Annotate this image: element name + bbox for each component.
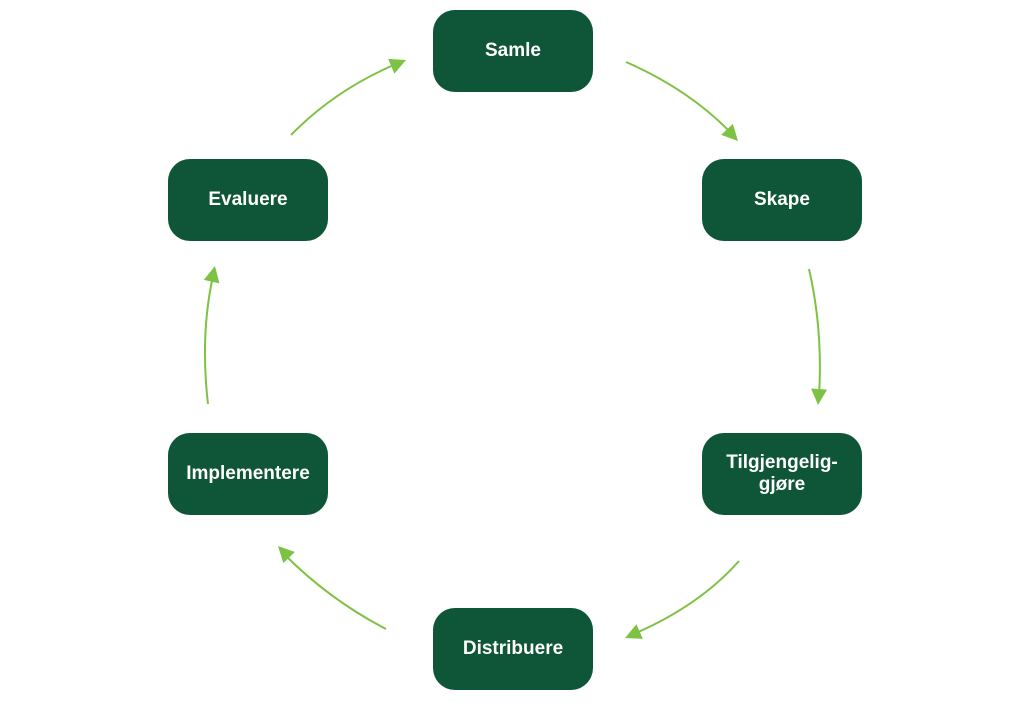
node-skape: Skape [702, 159, 862, 241]
node-evaluere: Evaluere [168, 159, 328, 241]
node-implementere-label: Implementere [186, 463, 310, 484]
node-distribuere-label: Distribuere [462, 638, 564, 659]
arrow-distribuere-to-implementere [284, 554, 387, 630]
node-tilgjengeliggjore-label: Tilgjengelig- gjøre [726, 452, 838, 495]
node-samle-label: Samle [485, 40, 541, 61]
node-distribuere: Distribuere [433, 608, 593, 690]
arrow-skape-to-tilgjengeliggjore [808, 268, 821, 396]
edges-layer [203, 58, 828, 639]
node-implementere: Implementere [168, 433, 328, 515]
arrow-implementere-to-evaluere [203, 275, 214, 405]
arrowhead-evaluere-to-samle [388, 58, 406, 74]
arrowhead-implementere-to-evaluere [203, 266, 220, 284]
arrow-tilgjengeliggjore-to-distribuere [635, 560, 740, 634]
arrowhead-skape-to-tilgjengeliggjore [811, 388, 828, 405]
node-samle: Samle [433, 10, 593, 92]
arrow-samle-to-skape [625, 61, 733, 135]
node-evaluere-label: Evaluere [208, 189, 288, 210]
node-skape-label: Skape [754, 189, 810, 210]
arrowhead-distribuere-to-implementere [278, 546, 295, 564]
arrowhead-samle-to-skape [721, 123, 738, 141]
arrowhead-tilgjengeliggjore-to-distribuere [625, 624, 643, 639]
node-tilgjengeliggjore: Tilgjengelig- gjøre [702, 433, 862, 515]
arrow-evaluere-to-samle [290, 63, 397, 136]
